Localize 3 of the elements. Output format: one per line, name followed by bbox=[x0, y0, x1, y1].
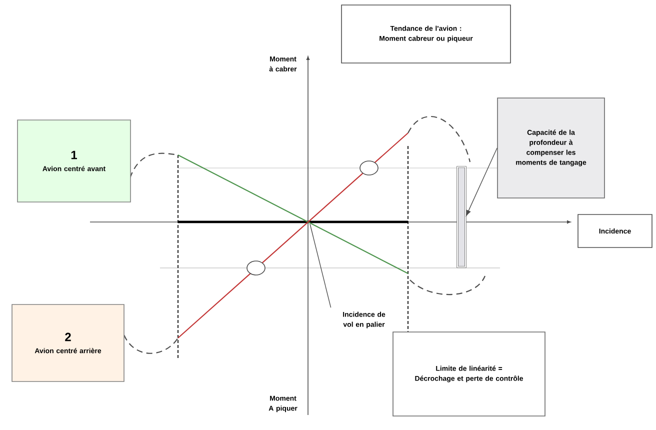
leader-line bbox=[310, 224, 332, 308]
bar bbox=[456, 166, 466, 268]
leader-line bbox=[466, 148, 498, 216]
